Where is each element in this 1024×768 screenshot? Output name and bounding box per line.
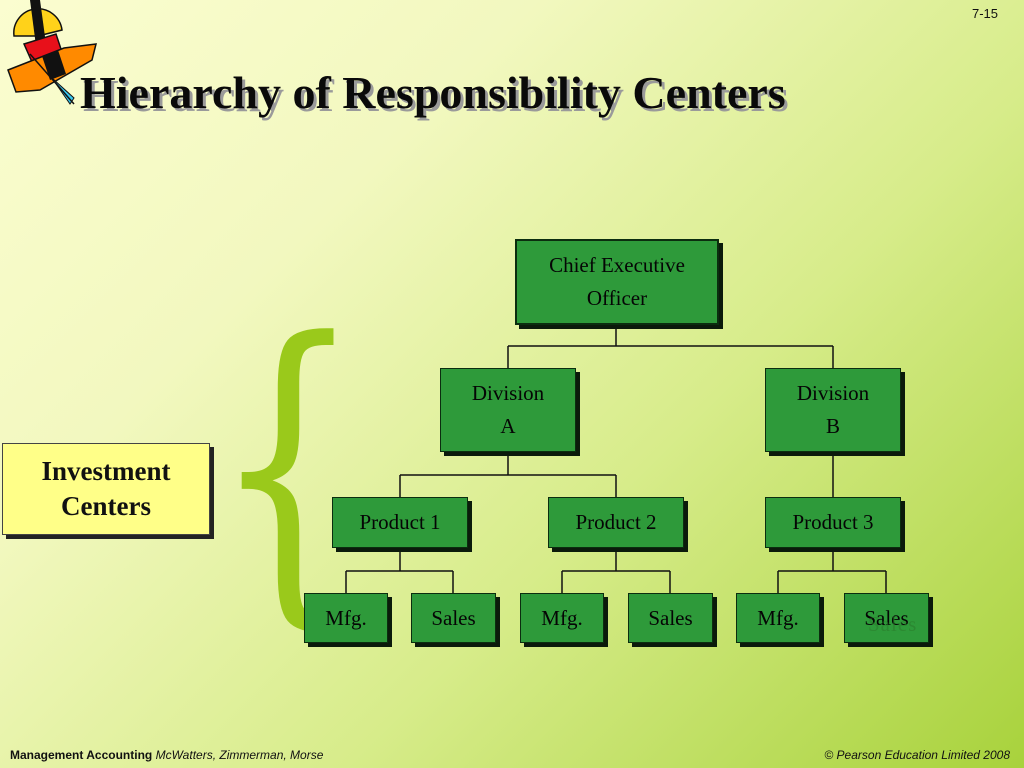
footer-authors: McWatters, Zimmerman, Morse [155, 748, 324, 762]
grouping-brace: { [212, 273, 364, 657]
department-label: Sales [864, 605, 909, 630]
ceo-label: Chief Executive Officer [549, 253, 685, 310]
department-label: Mfg. [541, 605, 583, 630]
department-label: Mfg. [325, 605, 367, 630]
department-label: Mfg. [757, 605, 799, 630]
footer-left: Management Accounting McWatters, Zimmerm… [10, 748, 323, 762]
product-1-box: Product 1 [332, 497, 468, 548]
mfg-box: Mfg. [520, 593, 604, 643]
product-3-label: Product 3 [792, 510, 874, 535]
sales-box: Sales [628, 593, 713, 643]
mfg-box: Mfg. [304, 593, 388, 643]
slide-footer: Management Accounting McWatters, Zimmerm… [0, 738, 1024, 768]
division-a-label: Division A [471, 381, 545, 438]
investment-centers-label: Investment Centers [2, 443, 210, 535]
product-2-box: Product 2 [548, 497, 684, 548]
product-1-label: Product 1 [359, 510, 441, 535]
division-b-label: Division B [796, 381, 870, 438]
mfg-box: Mfg. [736, 593, 820, 643]
product-3-box: Product 3 [765, 497, 901, 548]
investment-centers-text: Investment Centers [41, 455, 171, 521]
footer-book-title: Management Accounting [10, 748, 153, 762]
sales-box: Sales [411, 593, 496, 643]
product-2-label: Product 2 [575, 510, 657, 535]
page-number: 7-15 [971, 6, 998, 21]
division-b-box: Division B [765, 368, 901, 452]
slide-title: Hierarchy of Responsibility Centers [80, 67, 786, 118]
division-a-box: Division A [440, 368, 576, 452]
ceo-box: Chief Executive Officer [515, 239, 719, 325]
department-label: Sales [648, 605, 693, 630]
sales-box: Sales [844, 593, 929, 643]
footer-copyright: © Pearson Education Limited 2008 [824, 748, 1010, 762]
decorative-logo-icon [7, 0, 97, 105]
department-label: Sales [431, 605, 476, 630]
ghost-text: Sales [868, 612, 918, 636]
